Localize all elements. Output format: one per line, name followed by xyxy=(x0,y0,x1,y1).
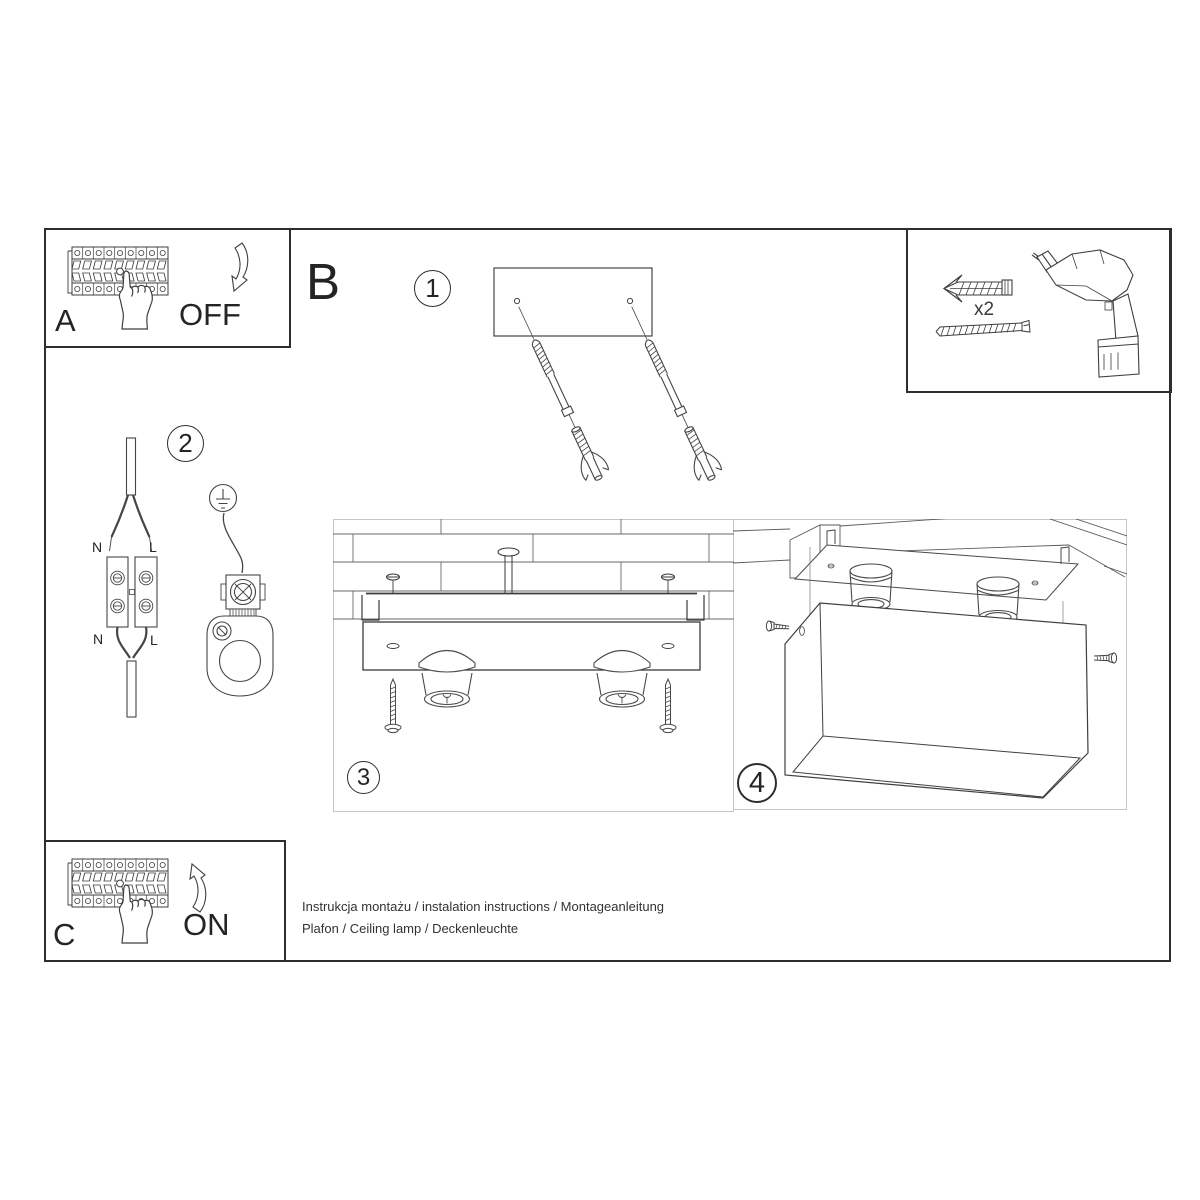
ceiling-plate-icon xyxy=(493,267,653,337)
drill-icon xyxy=(1031,249,1140,378)
step-4-number: 4 xyxy=(748,766,766,799)
arrow-down-icon xyxy=(231,242,249,292)
step2-illustration xyxy=(106,437,274,718)
step-2-number: 2 xyxy=(178,428,193,458)
step1-illustration xyxy=(493,267,725,486)
panel-c-label: C xyxy=(53,917,76,952)
panel-c-frame xyxy=(44,840,286,962)
power-cable-icon xyxy=(115,626,148,718)
circuit-breaker-icon xyxy=(67,246,169,296)
panel-a-frame xyxy=(44,228,291,348)
off-label: OFF xyxy=(179,297,241,332)
circuit-breaker-icon xyxy=(67,858,169,908)
anchor-quantity-label: x2 xyxy=(974,299,995,320)
step4-illustration xyxy=(733,519,1127,799)
on-label: ON xyxy=(183,907,230,942)
plate-hole-icon xyxy=(513,297,521,305)
plate-hole-icon xyxy=(626,297,634,305)
arrow-up-icon xyxy=(189,863,207,913)
lamp-socket-icon xyxy=(849,563,893,612)
breaker-on-illustration xyxy=(67,858,207,944)
breaker-off-illustration xyxy=(67,242,249,330)
lamp-socket-icon xyxy=(593,649,651,708)
side-screw-icon xyxy=(765,620,805,636)
lamp-socket-icon xyxy=(418,649,476,708)
ground-symbol-icon xyxy=(208,483,238,513)
mounting-screw-icon xyxy=(384,678,402,734)
power-cable-icon xyxy=(109,437,152,552)
mounting-bracket-icon xyxy=(361,547,705,671)
side-screw-icon xyxy=(1093,652,1118,664)
terminal-block-icon xyxy=(106,556,158,628)
step-3-badge: 3 xyxy=(347,761,380,794)
mounting-screw-icon xyxy=(659,678,677,734)
wall-plug-icon xyxy=(942,274,1013,303)
ground-wire-icon xyxy=(222,512,244,574)
ground-terminal-icon xyxy=(206,574,274,697)
step-2-badge: 2 xyxy=(167,425,204,462)
panel-a-label: A xyxy=(55,303,76,338)
step-1-number: 1 xyxy=(425,273,440,303)
wire-l-top-label: L xyxy=(149,539,157,555)
ceiling-bricks-icon xyxy=(333,519,734,620)
hardware-illustration xyxy=(935,249,1140,378)
step3-illustration xyxy=(333,519,734,734)
step-4-badge: 4 xyxy=(737,763,777,803)
screw-head-icon xyxy=(386,573,675,593)
footer-line-1: Instrukcja montażu / instalation instruc… xyxy=(302,899,665,914)
step-1-badge: 1 xyxy=(414,270,451,307)
hardware-box-frame xyxy=(906,228,1172,393)
footer-line-2: Plafon / Ceiling lamp / Deckenleuchte xyxy=(302,921,519,936)
wire-n-bottom-label: N xyxy=(93,631,104,647)
step-3-number: 3 xyxy=(356,763,371,791)
section-b-label: B xyxy=(306,253,341,310)
outer-frame xyxy=(44,228,1171,962)
wire-n-top-label: N xyxy=(92,539,103,555)
screw-icon xyxy=(935,319,1031,337)
wire-l-bottom-label: L xyxy=(150,632,158,648)
lamp-box-icon xyxy=(784,602,1089,799)
